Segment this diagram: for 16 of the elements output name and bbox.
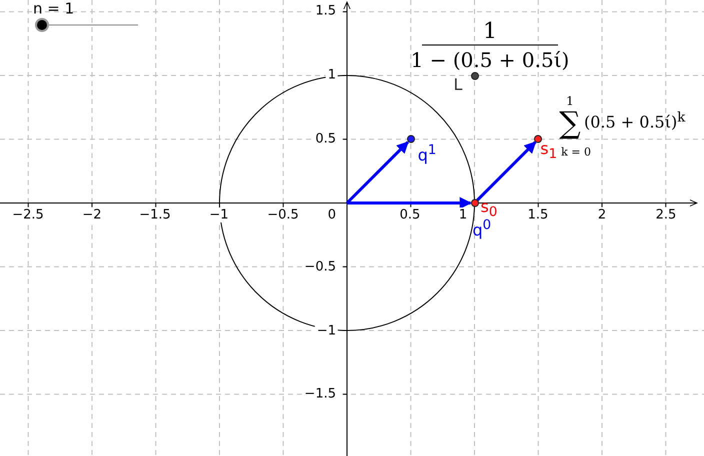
vector-arrow xyxy=(347,197,472,209)
point-label: L xyxy=(454,76,462,92)
vector-arrow xyxy=(346,141,409,204)
point-label: q$^{0}$ xyxy=(472,219,492,238)
vector-arrow xyxy=(476,141,536,202)
sum-upper-limit: 1 xyxy=(566,95,574,107)
formula-denominator: 1 − (0.5 + 0.5ί) xyxy=(410,50,570,70)
tick-label: 2.5 xyxy=(654,208,678,222)
sum-lower-limit: k = 0 xyxy=(561,146,591,158)
formula-summand: (0.5 + 0.5ί)$^{k}$ xyxy=(584,111,686,131)
tick-label: 0.5 xyxy=(398,208,422,222)
sum-symbol: ∑ xyxy=(559,109,581,139)
point-label: q$^{1}$ xyxy=(418,144,436,164)
formula-numerator: 1 xyxy=(483,21,497,43)
point-label: s$_{1}$ xyxy=(540,141,558,162)
slider-label: n = 1 xyxy=(33,2,74,16)
